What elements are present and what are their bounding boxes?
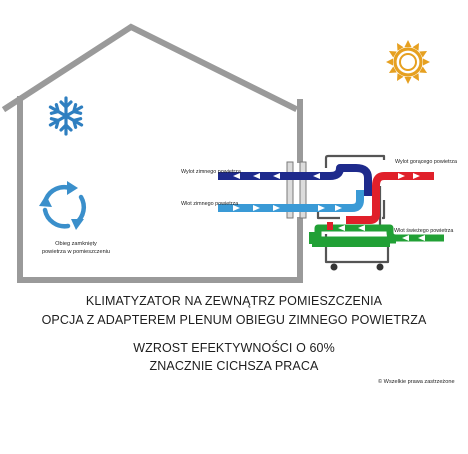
fresh-air-loop bbox=[309, 232, 390, 247]
hot-outlet-label: Wylot gorącego powietrza bbox=[395, 159, 457, 165]
cold-air-outlet-duct bbox=[218, 164, 372, 196]
cold-outlet-arrows bbox=[233, 173, 320, 179]
sun-icon bbox=[386, 40, 430, 84]
snowflake-icon bbox=[48, 96, 84, 136]
flow-arrows bbox=[233, 173, 425, 241]
copyright-note: © Wszelkie prawa zastrzeżone bbox=[378, 379, 455, 385]
recycle-arrows-icon bbox=[39, 181, 87, 230]
caption-line1: KLIMATYZATOR NA ZEWNĄTRZ POMIESZCZENIA bbox=[85, 294, 383, 308]
house-outline bbox=[1, 23, 303, 283]
cold-outlet-label: Wylot zimnego powietrza bbox=[181, 169, 241, 175]
caption-line4: ZNACZNIE CICHSZA PRACA bbox=[149, 359, 319, 373]
cold-air-inlet-duct bbox=[218, 190, 364, 212]
loop-label-line2: powietrza w pomieszczeniu bbox=[42, 249, 110, 255]
caption-line2: OPCJA Z ADAPTEREM PLENUM OBIEGU ZIMNEGO … bbox=[41, 313, 427, 327]
caption-line3: WZROST EFEKTYWNOŚCI O 60% bbox=[133, 341, 335, 355]
fresh-inlet-arrows bbox=[338, 225, 425, 241]
loop-label-line1: Obieg zamknięty bbox=[55, 241, 97, 247]
fresh-inlet-label: Wlot świeżego powietrza bbox=[394, 228, 453, 234]
ac-unit-wheels bbox=[330, 263, 384, 271]
cold-inlet-label: Wlot zimnego powietrza bbox=[181, 201, 238, 207]
hot-outlet-arrows bbox=[398, 173, 420, 179]
fresh-air-inlet-duct bbox=[314, 224, 444, 244]
hot-air-outlet-duct bbox=[346, 172, 434, 224]
wall-adapter bbox=[286, 161, 307, 219]
cold-inlet-arrows bbox=[233, 205, 342, 211]
